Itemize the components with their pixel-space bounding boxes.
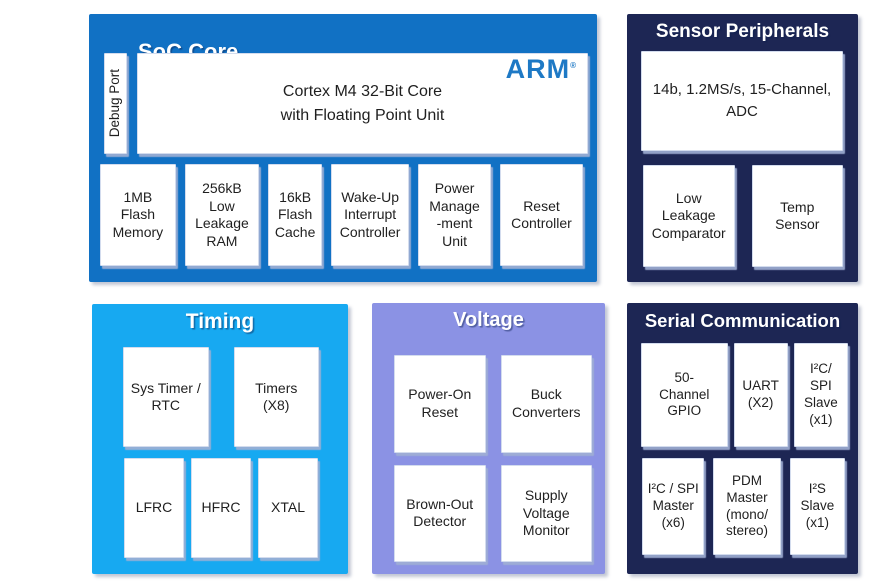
module-timers-x8: Timers (X8) bbox=[233, 347, 319, 447]
timing-module-row-1: Sys Timer / RTC Timers (X8) bbox=[123, 347, 319, 447]
module-low-leakage-ram: 256kB Low Leakage RAM bbox=[184, 164, 260, 266]
module-low-leakage-comparator: Low Leakage Comparator bbox=[643, 165, 735, 267]
module-reset-controller: Reset Controller bbox=[499, 164, 583, 266]
group-sensor-peripherals: Sensor Peripherals 14b, 1.2MS/s, 15-Chan… bbox=[627, 14, 858, 282]
group-title-timing: Timing bbox=[185, 310, 255, 333]
module-supply-voltage-monitor: Supply Voltage Monitor bbox=[500, 464, 592, 562]
cortex-core-label: Cortex M4 32-Bit Core with Floating Poin… bbox=[280, 83, 445, 124]
module-sys-timer-rtc: Sys Timer / RTC bbox=[123, 347, 209, 447]
debug-port-label: Debug Port bbox=[107, 69, 123, 138]
module-i2c-spi-slave: I²C/ SPI Slave (x1) bbox=[793, 343, 848, 447]
sensor-module-row: Low Leakage Comparator Temp Sensor bbox=[643, 165, 843, 267]
module-lfrc: LFRC bbox=[124, 458, 184, 558]
module-uart: UART (X2) bbox=[733, 343, 788, 447]
module-pdm-master: PDM Master (mono/ stereo) bbox=[713, 458, 781, 555]
module-gpio: 50- Channel GPIO bbox=[641, 343, 728, 447]
group-title-sensor-peripherals: Sensor Peripherals bbox=[655, 21, 830, 42]
group-serial-communication: Serial Communication 50- Channel GPIO UA… bbox=[627, 303, 858, 574]
module-buck-converters: Buck Converters bbox=[500, 355, 592, 453]
module-power-on-reset: Power-On Reset bbox=[394, 355, 486, 453]
module-xtal: XTAL bbox=[258, 458, 318, 558]
group-voltage: Voltage Power-On Reset Buck Converters B… bbox=[372, 303, 605, 574]
arm-logo: ARM® bbox=[505, 54, 577, 84]
serial-module-row-1: 50- Channel GPIO UART (X2) I²C/ SPI Slav… bbox=[641, 343, 848, 447]
group-title-voltage: Voltage bbox=[453, 309, 524, 331]
module-temp-sensor: Temp Sensor bbox=[751, 165, 843, 267]
soc-core-module-row: 1MB Flash Memory 256kB Low Leakage RAM 1… bbox=[100, 164, 583, 266]
module-flash-memory: 1MB Flash Memory bbox=[100, 164, 176, 266]
group-timing: Timing Sys Timer / RTC Timers (X8) LFRC … bbox=[92, 304, 348, 574]
voltage-module-grid: Power-On Reset Buck Converters Brown-Out… bbox=[394, 355, 592, 562]
module-wakeup-interrupt-controller: Wake-Up Interrupt Controller bbox=[331, 164, 410, 266]
arm-trademark-icon: ® bbox=[570, 61, 577, 70]
module-i2s-slave: I²S Slave (x1) bbox=[789, 458, 845, 555]
serial-module-row-2: I²C / SPI Master (x6) PDM Master (mono/ … bbox=[642, 458, 845, 555]
module-brown-out-detector: Brown-Out Detector bbox=[394, 464, 486, 562]
group-title-serial-communication: Serial Communication bbox=[644, 310, 841, 331]
module-adc: 14b, 1.2MS/s, 15-Channel, ADC bbox=[641, 51, 843, 151]
debug-port: Debug Port bbox=[104, 53, 127, 154]
module-power-management-unit: Power Manage -ment Unit bbox=[418, 164, 491, 266]
module-hfrc: HFRC bbox=[191, 458, 251, 558]
module-flash-cache: 16kB Flash Cache bbox=[268, 164, 323, 266]
cortex-core: ARM® Cortex M4 32-Bit Core with Floating… bbox=[137, 53, 588, 154]
group-soc-core: SoC Core Debug Port ARM® Cortex M4 32-Bi… bbox=[89, 14, 597, 282]
module-i2c-spi-master: I²C / SPI Master (x6) bbox=[642, 458, 705, 555]
timing-module-row-2: LFRC HFRC XTAL bbox=[124, 458, 318, 558]
